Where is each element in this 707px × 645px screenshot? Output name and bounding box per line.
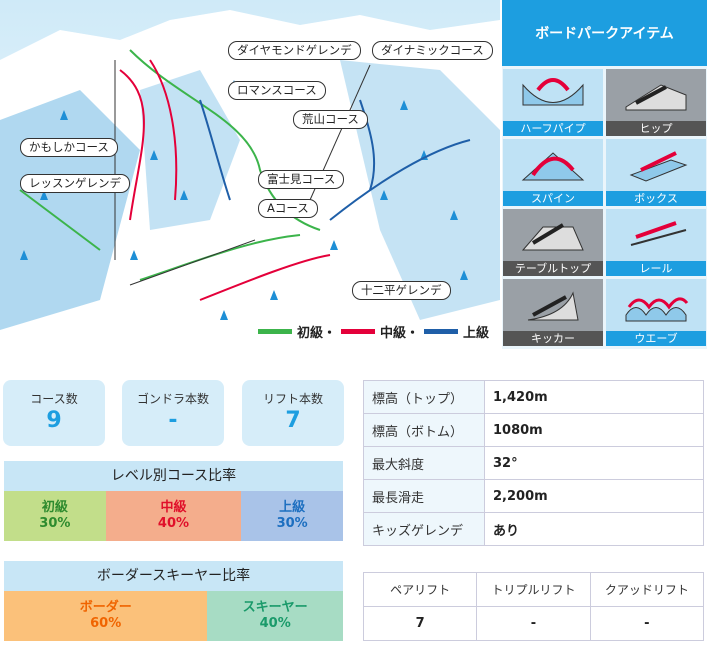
park-item-kicker: キッカー xyxy=(503,279,603,346)
spec-row-top-alt: 標高（トップ）1,420m xyxy=(363,380,704,414)
lift-header-quad: クアッドリフト xyxy=(589,572,705,607)
lift-value-triple: - xyxy=(476,606,591,641)
spec-row-bottom-alt: 標高（ボトム）1080m xyxy=(363,413,704,447)
legend-beginner-swatch xyxy=(258,329,292,334)
lift-type-header-row: ペアリフト トリプルリフト クアッドリフト xyxy=(362,572,705,607)
wave-icon xyxy=(625,297,689,322)
boarder-ratio-title: ボーダースキーヤー比率 xyxy=(4,561,343,591)
kicker-icon xyxy=(527,291,579,321)
course-label-kamoshika: かもしかコース xyxy=(20,138,118,157)
board-park-title: ボードパークアイテム xyxy=(502,0,707,66)
box-icon xyxy=(629,151,688,182)
legend-intermediate: 中級・ xyxy=(380,326,420,341)
course-label-a: Aコース xyxy=(258,199,318,218)
park-item-tabletop: テーブルトップ xyxy=(503,209,603,276)
halfpipe-icon xyxy=(522,78,584,106)
tabletop-icon xyxy=(521,223,584,251)
rail-icon xyxy=(630,221,687,246)
park-item-hip: ヒップ xyxy=(606,69,706,136)
park-item-halfpipe: ハーフパイプ xyxy=(503,69,603,136)
stat-lift-count: リフト本数 7 xyxy=(242,380,344,446)
park-item-box: ボックス xyxy=(606,139,706,206)
legend-advanced-swatch xyxy=(424,329,459,334)
stat-course-count: コース数 9 xyxy=(3,380,105,446)
lift-value-quad: - xyxy=(589,606,705,641)
course-label-lesson: レッスンゲレンデ xyxy=(20,174,130,193)
lift-value-pair: 7 xyxy=(362,606,478,641)
legend-beginner: 初級・ xyxy=(297,326,337,341)
lift-type-table: ペアリフト トリプルリフト クアッドリフト 7 - - xyxy=(362,572,705,641)
stat-gondola-count: ゴンドラ本数 - xyxy=(122,380,224,446)
park-item-spine: スパイン xyxy=(503,139,603,206)
lift-header-pair: ペアリフト xyxy=(362,572,478,607)
course-label-fujimi: 富士見コース xyxy=(258,170,345,189)
legend-advanced: 上級 xyxy=(463,326,490,341)
ski-course-map: ダイヤモンドゲレンデ ダイナミックコース ロマンスコース 荒山コース かもしかコ… xyxy=(0,0,500,349)
level-ratio-title: レベル別コース比率 xyxy=(4,461,343,491)
spine-icon xyxy=(521,152,585,181)
course-level-legend: 初級・ 中級・ 上級 xyxy=(256,322,489,341)
lift-header-triple: トリプルリフト xyxy=(476,572,591,607)
park-item-rail: レール xyxy=(606,209,706,276)
board-park-panel: ボードパークアイテム ハーフパイプ ヒップ スパイン ボックス テーブルトップ … xyxy=(502,0,707,349)
course-label-juunidaira: 十二平ゲレンデ xyxy=(352,281,451,300)
course-label-romance: ロマンスコース xyxy=(228,81,326,100)
spec-row-kids: キッズゲレンデあり xyxy=(363,512,704,546)
hip-icon xyxy=(625,84,687,111)
course-label-arayama: 荒山コース xyxy=(293,110,368,129)
legend-intermediate-swatch xyxy=(341,329,376,334)
park-item-wave: ウエーブ xyxy=(606,279,706,346)
course-label-dynamic: ダイナミックコース xyxy=(372,41,493,60)
course-label-diamond: ダイヤモンドゲレンデ xyxy=(228,41,361,60)
lift-type-value-row: 7 - - xyxy=(362,606,705,641)
